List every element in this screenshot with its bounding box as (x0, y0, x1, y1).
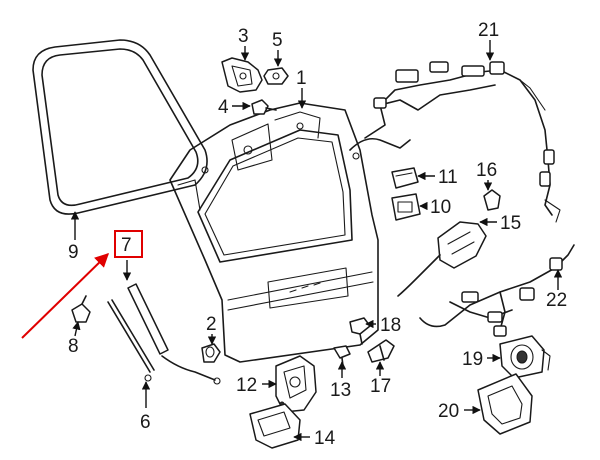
callout-9: 9 (68, 242, 79, 263)
leader-lines (70, 40, 563, 442)
bezel-part-20 (477, 373, 533, 435)
callout-22: 22 (546, 290, 567, 311)
callout-2: 2 (206, 314, 217, 335)
latch-actuator-part-15 (397, 221, 487, 297)
liftgate-part-1 (169, 102, 379, 363)
harness-part-22 (419, 244, 575, 337)
highlight-box (114, 230, 143, 258)
callout-3: 3 (238, 26, 249, 47)
callout-20: 20 (438, 401, 459, 422)
callout-21: 21 (478, 20, 499, 41)
bolt-part-4 (251, 99, 277, 115)
bracket-part-8 (71, 295, 91, 323)
callout-15: 15 (500, 213, 521, 234)
gas-strut-part-6 (107, 283, 221, 385)
bracket-part-17 (367, 339, 395, 363)
callout-8: 8 (68, 336, 79, 357)
callout-10: 10 (430, 197, 451, 218)
camera-part-19 (499, 335, 551, 379)
callout-14: 14 (314, 428, 336, 449)
highlight-arrow (21, 253, 110, 339)
wiring-harness-part-21 (349, 61, 561, 223)
callout-13: 13 (330, 380, 351, 401)
hinge-part-3 (221, 57, 263, 93)
nut-part-5 (263, 67, 289, 85)
callout-16: 16 (476, 160, 497, 181)
callout-4: 4 (218, 97, 229, 118)
switch-part-11 (391, 167, 419, 189)
latch-part-12 (275, 355, 317, 413)
highlight-callout-7 (21, 230, 143, 339)
callout-11: 11 (438, 167, 458, 188)
callout-1: 1 (296, 68, 307, 89)
callout-17: 17 (370, 376, 391, 397)
callout-labels: 1 2 3 4 5 6 7 8 9 10 11 12 13 14 15 16 1… (68, 20, 567, 449)
clip-part-18 (349, 317, 371, 345)
callout-19: 19 (462, 349, 483, 370)
bumper-part-2 (201, 343, 221, 363)
weatherstrip-seal-part-9 (32, 39, 208, 215)
switch-part-10 (391, 193, 421, 221)
callout-5: 5 (272, 30, 283, 51)
callout-6: 6 (140, 412, 151, 433)
callout-12: 12 (236, 375, 257, 396)
callout-18: 18 (380, 315, 401, 336)
callout-7: 7 (121, 235, 132, 256)
grommet-part-16 (483, 189, 501, 211)
